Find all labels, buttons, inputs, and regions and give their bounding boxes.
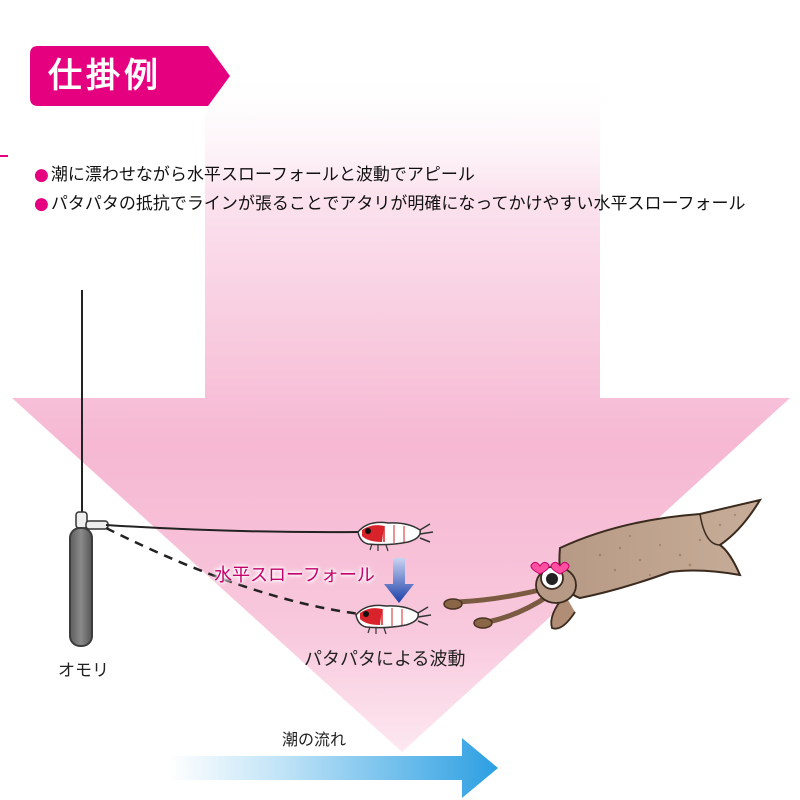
bullet-item: ●パタパタの抵抗でラインが張ることでアタリが明確になってかけやすい水平スローフォ… [34, 189, 745, 214]
bullet-text: パタパタの抵抗でラインが張ることでアタリが明確になってかけやすい水平スローフォー… [50, 194, 746, 214]
squid-icon [443, 498, 763, 630]
shrimp-lure-icon [355, 604, 432, 635]
horizontal-fall-label: 水平スローフォール [214, 565, 375, 586]
bullet-item: ●潮に漂わせながら水平スローフォールと波動でアピール [34, 160, 475, 185]
title-badge [30, 46, 230, 106]
bullet-text: 潮に漂わせながら水平スローフォールと波動でアピール [50, 165, 475, 185]
page-title: 仕掛例 [48, 56, 162, 96]
leader-line-tight [105, 524, 361, 534]
tide-flow-label: 潮の流れ [282, 730, 347, 749]
leader-line-slack [105, 526, 361, 616]
bullet-dot-icon: ● [34, 194, 49, 214]
bullet-dot-icon: ● [34, 165, 49, 185]
shrimp-lure-icon [357, 521, 434, 552]
sinker-label: オモリ [58, 661, 109, 681]
fall-arrow-icon [384, 558, 414, 603]
wave-motion-label: パタパタによる波動 [304, 649, 466, 670]
tide-arrow-icon [168, 738, 498, 798]
sinker-icon [69, 511, 109, 647]
descent-arrow [12, 70, 790, 752]
